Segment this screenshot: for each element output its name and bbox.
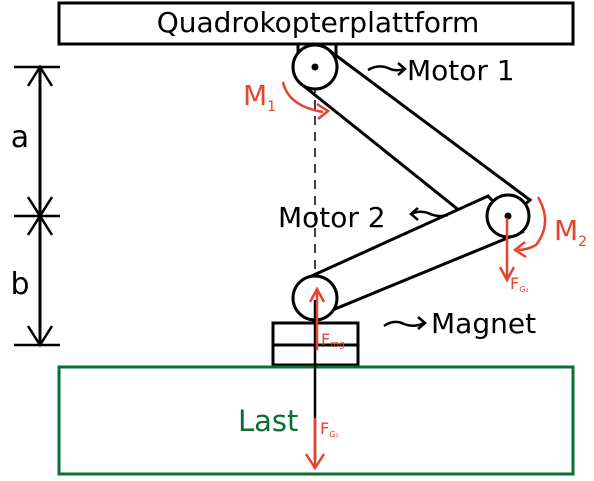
force-fg2: FG₂	[498, 218, 529, 294]
dimension-b-label: b	[10, 267, 29, 302]
dimension-b-arrow-top	[26, 213, 54, 236]
motor2-pointer-head	[409, 207, 419, 221]
moment-m2: M2	[512, 196, 587, 259]
moment-m1: M1	[243, 79, 331, 120]
dimension-markers: a b	[10, 64, 60, 348]
platform-label: Quadrokopterplattform	[157, 6, 480, 39]
force-fmg-label: Fmg	[321, 330, 345, 350]
moment-m2-arc	[517, 196, 547, 252]
arm-links	[297, 45, 533, 313]
motor2-label: Motor 2	[278, 201, 386, 234]
motor2-axle	[504, 212, 512, 220]
load-label: Last	[238, 404, 298, 438]
dimension-b-arrow-bottom	[26, 325, 54, 348]
component-labels: Motor 1 Motor 2 Magnet	[278, 54, 536, 340]
force-fg1-label: FG₁	[320, 419, 339, 439]
motor1-axle	[311, 63, 319, 71]
motor1-label: Motor 1	[407, 54, 515, 87]
moment-m2-arrowhead	[512, 241, 527, 259]
moment-m1-arc	[281, 81, 324, 114]
motor2-joint	[485, 193, 531, 239]
motor2-pointer	[410, 210, 449, 218]
force-fg2-arrowhead	[498, 266, 516, 283]
magnet-pointer	[383, 320, 425, 328]
force-fg1-arrowhead	[304, 453, 326, 471]
force-fg1: FG₁	[304, 418, 339, 471]
moment-m1-symbol: M1	[243, 79, 276, 115]
motor1-pointer	[367, 65, 405, 72]
platform: Quadrokopterplattform	[57, 1, 575, 46]
moment-m2-symbol: M2	[554, 214, 587, 250]
force-fg2-label: FG₂	[510, 274, 529, 294]
motor1-joint	[291, 43, 339, 91]
magnet-label: Magnet	[431, 307, 536, 340]
dimension-a-label: a	[11, 120, 29, 155]
magnet-pointer-head	[417, 316, 427, 330]
force-fmg-arrowhead	[308, 286, 326, 303]
force-fmg: Fmg	[308, 286, 345, 350]
dimension-a-arrow-top	[26, 64, 54, 87]
motor1-pointer-head	[397, 62, 407, 76]
moment-m1-arrowhead	[316, 102, 331, 120]
